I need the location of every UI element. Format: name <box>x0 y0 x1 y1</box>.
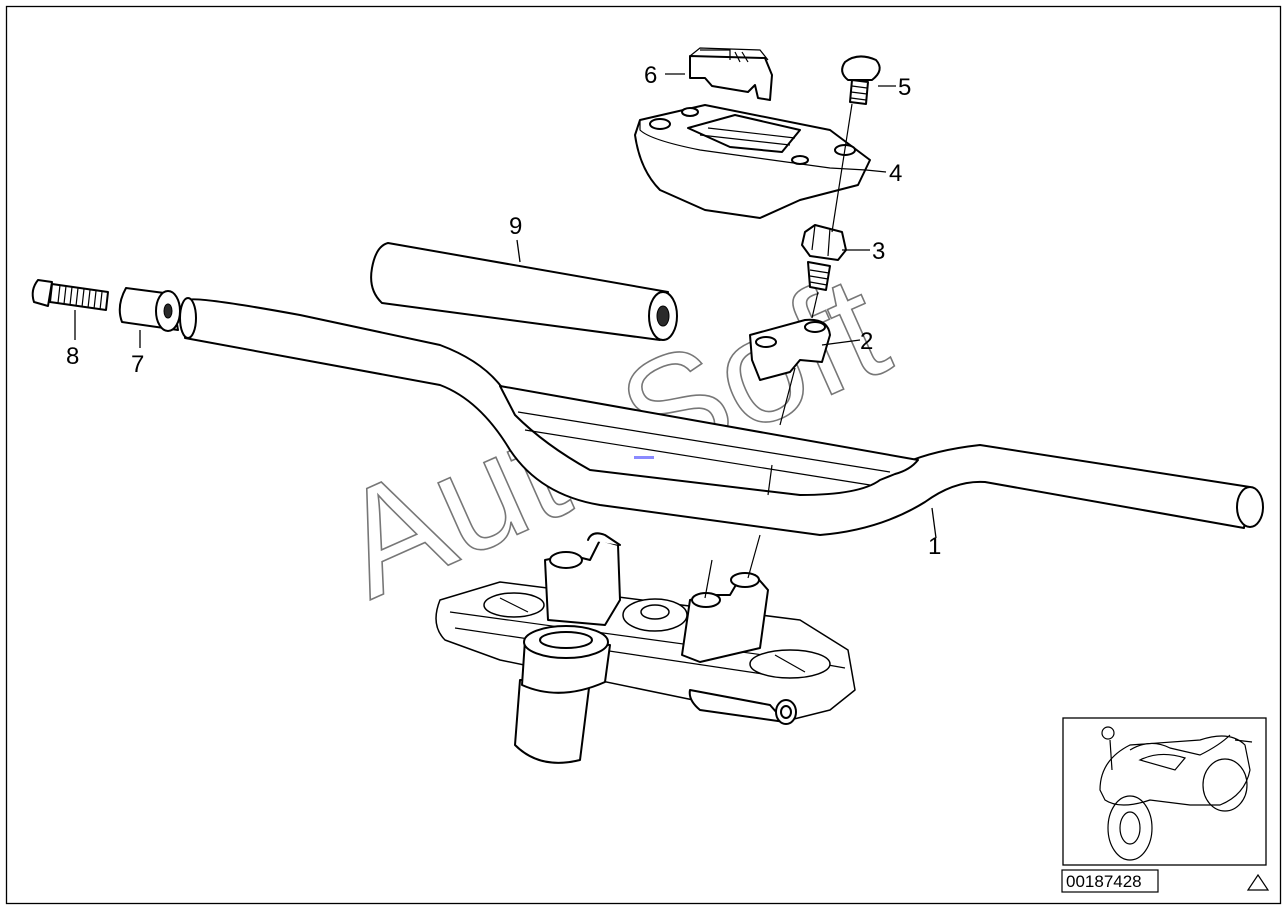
callout-6: 6 <box>644 62 657 89</box>
callout-1: 1 <box>928 533 941 560</box>
bracket-screw <box>841 55 881 105</box>
callout-2: 2 <box>860 328 873 355</box>
callout-5: 5 <box>898 74 911 101</box>
callout-3: 3 <box>872 238 885 265</box>
callout-7: 7 <box>131 351 144 378</box>
part-number-label: 00187428 <box>1061 869 1159 893</box>
instrument-bracket <box>634 104 871 219</box>
diagram-border <box>5 5 1282 905</box>
handlebar <box>179 297 1264 536</box>
clamp-screw <box>801 224 847 291</box>
rubber-insert <box>689 47 773 101</box>
callout-4: 4 <box>889 160 902 187</box>
marker-mark <box>634 456 654 459</box>
triangle-icon <box>1246 873 1270 891</box>
bolt-8 <box>31 279 109 311</box>
callout-8: 8 <box>66 343 79 370</box>
motorcycle-thumbnail <box>1062 717 1267 866</box>
clamp-cap <box>749 318 831 381</box>
spacer <box>118 287 181 332</box>
callout-9: 9 <box>509 213 522 240</box>
leader-lines <box>74 73 937 599</box>
triple-clamp <box>435 532 856 764</box>
part-number-text: 00187428 <box>1066 872 1142 891</box>
callouts: 1 2 3 4 5 6 7 8 9 <box>66 62 941 560</box>
bar-end-weight <box>370 242 678 341</box>
